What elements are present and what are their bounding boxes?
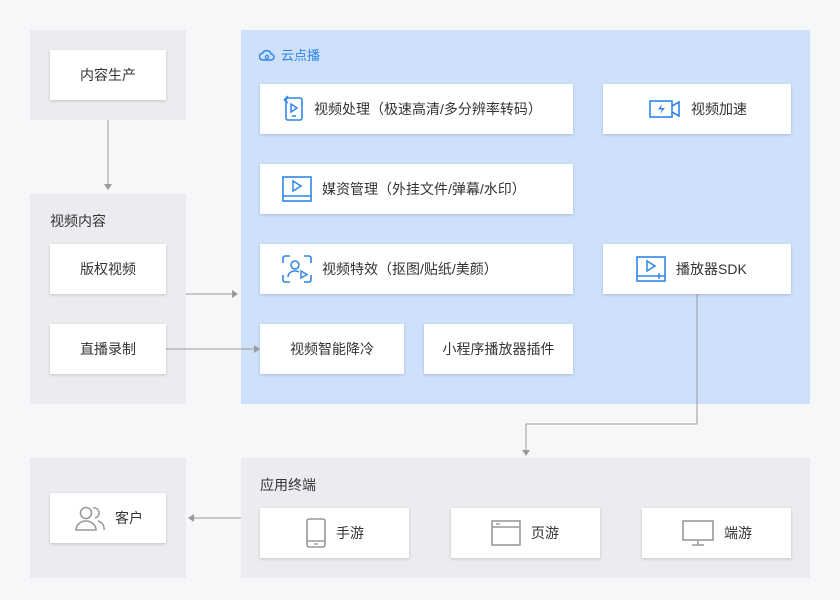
copyright-video-label: 版权视频	[80, 261, 136, 277]
smart-cooling-label: 视频智能降冷	[290, 341, 374, 357]
mini-program-player-label: 小程序播放器插件	[442, 341, 555, 357]
web-game-card[interactable]: 页游	[451, 508, 600, 558]
smart-cooling-card[interactable]: 视频智能降冷	[260, 324, 404, 374]
fast-video-icon	[649, 99, 681, 119]
mobile-phone-icon	[306, 518, 326, 548]
player-sdk-card[interactable]: 播放器SDK	[603, 244, 791, 294]
mobile-game-card[interactable]: 手游	[260, 508, 409, 558]
face-scan-icon	[282, 255, 312, 283]
desktop-game-label: 端游	[724, 525, 752, 541]
content-production-label: 内容生产	[80, 67, 136, 83]
live-recording-card[interactable]: 直播录制	[50, 324, 166, 374]
video-file-icon	[282, 95, 304, 123]
video-effects-label: 视频特效（抠图/贴纸/美颜）	[322, 261, 498, 277]
video-effects-card[interactable]: 视频特效（抠图/贴纸/美颜）	[260, 244, 573, 294]
mini-program-player-card[interactable]: 小程序播放器插件	[424, 324, 573, 374]
cloud-vod-title: 云点播	[281, 48, 321, 63]
users-icon	[75, 505, 105, 531]
mobile-game-label: 手游	[336, 525, 364, 541]
player-sdk-label: 播放器SDK	[676, 261, 747, 277]
video-acceleration-label: 视频加速	[691, 101, 747, 117]
terminals-title: 应用终端	[260, 477, 316, 493]
desktop-game-card[interactable]: 端游	[642, 508, 791, 558]
customer-label: 客户	[115, 510, 143, 526]
video-acceleration-card[interactable]: 视频加速	[603, 84, 791, 134]
customer-card[interactable]: 客户	[50, 493, 166, 543]
web-game-label: 页游	[531, 525, 559, 541]
cloud-icon	[259, 48, 275, 62]
copyright-video-card[interactable]: 版权视频	[50, 244, 166, 294]
cloud-vod-header: 云点播	[259, 45, 320, 64]
player-icon	[636, 256, 666, 282]
content-production-card[interactable]: 内容生产	[50, 50, 166, 100]
video-processing-label: 视频处理（极速高清/多分辨率转码）	[314, 101, 542, 117]
video-window-icon	[282, 176, 312, 202]
browser-window-icon	[491, 520, 521, 546]
media-management-card[interactable]: 媒资管理（外挂文件/弹幕/水印）	[260, 164, 573, 214]
media-management-label: 媒资管理（外挂文件/弹幕/水印）	[322, 181, 526, 197]
video-content-title: 视频内容	[50, 213, 106, 229]
desktop-monitor-icon	[682, 520, 714, 546]
live-recording-label: 直播录制	[80, 341, 136, 357]
video-processing-card[interactable]: 视频处理（极速高清/多分辨率转码）	[260, 84, 573, 134]
